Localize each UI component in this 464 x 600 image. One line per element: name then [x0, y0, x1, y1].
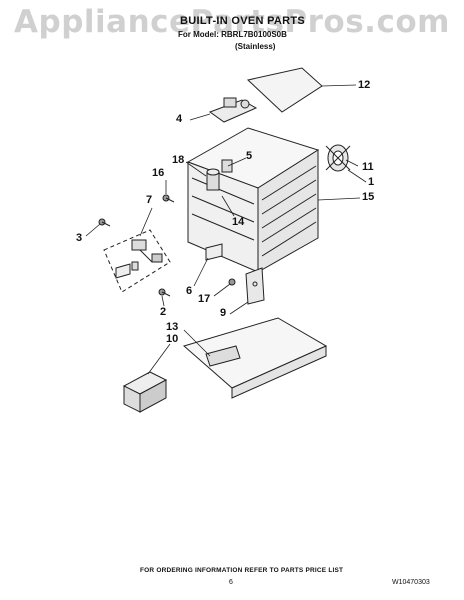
part-oven-cavity: [186, 127, 320, 273]
ordering-info: FOR ORDERING INFORMATION REFER TO PARTS …: [140, 567, 344, 574]
callout-1: 1: [368, 176, 375, 188]
callout-13: 13: [166, 321, 179, 333]
part-screw-16: [162, 194, 175, 203]
part-terminal-block: [103, 229, 171, 293]
callout-6: 6: [186, 285, 193, 297]
part-mount-bracket: [245, 267, 265, 305]
part-clip: [205, 243, 223, 261]
callout-7: 7: [146, 194, 153, 206]
callout-18: 18: [172, 154, 185, 166]
callout-2: 2: [160, 306, 167, 318]
page-title: BUILT-IN OVEN PARTS: [180, 15, 306, 27]
finish-label: (Stainless): [235, 42, 276, 51]
callout-4: 4: [176, 113, 183, 125]
callout-16: 16: [152, 167, 165, 179]
callout-5: 5: [246, 150, 253, 162]
callout-11: 12: [358, 79, 371, 91]
part-switch-bracket: [208, 97, 258, 123]
part-fan-motor: [325, 144, 351, 172]
callout-17: 17: [198, 293, 211, 305]
part-thermostat: [206, 159, 233, 191]
part-bottom-panel: [182, 317, 328, 399]
callout-9: 9: [220, 307, 227, 319]
callout-10: 10: [166, 333, 179, 345]
callout-14: 15: [362, 191, 375, 203]
part-screw-3: [98, 218, 111, 227]
watermark: AppliancePartsPros.com: [14, 4, 450, 40]
document-number: W10470303: [392, 579, 430, 586]
part-top-panel: [246, 67, 323, 113]
model-subtitle: For Model: RBRL7B0100S0B: [178, 30, 287, 39]
callout-3: 3: [76, 232, 83, 244]
part-screw-17: [228, 278, 236, 286]
callout-15: 14: [232, 216, 245, 228]
leader-lines: [85, 84, 367, 375]
part-transformer: [122, 371, 168, 413]
part-screw-2: [158, 288, 171, 297]
callout-12: 11: [362, 161, 374, 173]
page-number: 6: [229, 579, 233, 586]
